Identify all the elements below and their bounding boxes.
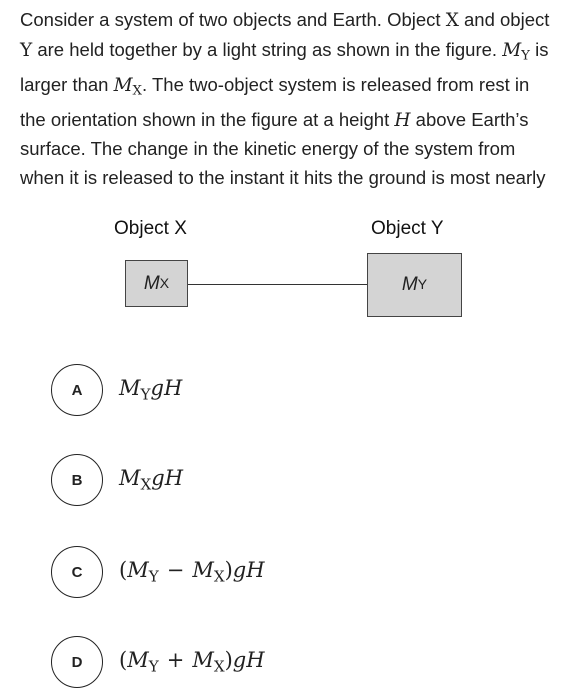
- question-segment: above Earth’s surface. The change in the…: [20, 108, 546, 188]
- choice-d[interactable]: D (MY+MX)gH: [51, 636, 265, 688]
- light-string: [188, 284, 368, 285]
- expr-symbol: M: [119, 376, 141, 401]
- choice-c[interactable]: C (MY−MX)gH: [51, 546, 265, 598]
- math-symbol: M: [502, 39, 522, 61]
- object-y-label: Object Y: [371, 218, 444, 239]
- math-symbol: M: [113, 74, 133, 96]
- expr-paren: ): [224, 558, 233, 583]
- expr-operator: +: [166, 648, 185, 673]
- box-mass-symbol: M: [401, 274, 418, 295]
- expr-symbol: gH: [150, 376, 183, 401]
- expr-paren: ): [224, 648, 233, 673]
- choice-a-expression: MYgH: [119, 376, 182, 404]
- math-object-y: Y: [20, 39, 33, 61]
- choice-b-expression: MXgH: [119, 466, 183, 494]
- box-mass-symbol: M: [143, 272, 160, 294]
- math-mass-y: MY: [502, 39, 530, 64]
- expr-subscript: Y: [148, 567, 159, 586]
- expr-symbol: M: [192, 558, 214, 583]
- question-segment: and object: [458, 9, 550, 30]
- choice-d-expression: (MY+MX)gH: [119, 648, 265, 676]
- expr-subscript: X: [213, 567, 225, 586]
- expr-subscript: Y: [148, 657, 159, 676]
- expr-paren: (: [119, 648, 128, 673]
- expr-symbol: gH: [232, 558, 265, 583]
- expr-operator: −: [166, 558, 185, 583]
- expr-subscript: X: [213, 657, 225, 676]
- box-mass-subscript: X: [159, 275, 170, 292]
- object-x-label: Object X: [114, 218, 187, 239]
- question-segment: . The two-object system is released from…: [20, 73, 530, 130]
- expr-symbol: M: [119, 466, 141, 491]
- question-segment: are held together by a light string as s…: [32, 38, 503, 60]
- question-segment: Consider a system of two objects and Ear…: [20, 9, 446, 30]
- choice-b[interactable]: B MXgH: [51, 454, 183, 506]
- expr-subscript: Y: [140, 385, 151, 404]
- expr-symbol: M: [127, 558, 149, 583]
- math-object-x: X: [445, 10, 459, 31]
- choice-letter-c[interactable]: C: [51, 546, 103, 598]
- math-height: H: [394, 109, 411, 131]
- box-mass-subscript: Y: [417, 277, 428, 293]
- expr-paren: (: [119, 558, 128, 583]
- expr-symbol: gH: [151, 466, 184, 491]
- expr-symbol: M: [192, 648, 214, 673]
- expr-subscript: X: [140, 475, 152, 494]
- choice-letter-a[interactable]: A: [51, 364, 103, 416]
- choice-c-expression: (MY−MX)gH: [119, 558, 265, 586]
- question-segment: is larger than: [20, 38, 549, 95]
- expr-symbol: M: [127, 648, 149, 673]
- expr-symbol: gH: [232, 648, 265, 673]
- question-text: Consider a system of two objects and Ear…: [20, 6, 560, 192]
- math-subscript: X: [132, 83, 143, 99]
- math-subscript: Y: [521, 48, 530, 64]
- choice-letter-b[interactable]: B: [51, 454, 103, 506]
- choice-a[interactable]: A MYgH: [51, 364, 182, 416]
- math-mass-x: MX: [113, 74, 143, 99]
- choice-letter-d[interactable]: D: [51, 636, 103, 688]
